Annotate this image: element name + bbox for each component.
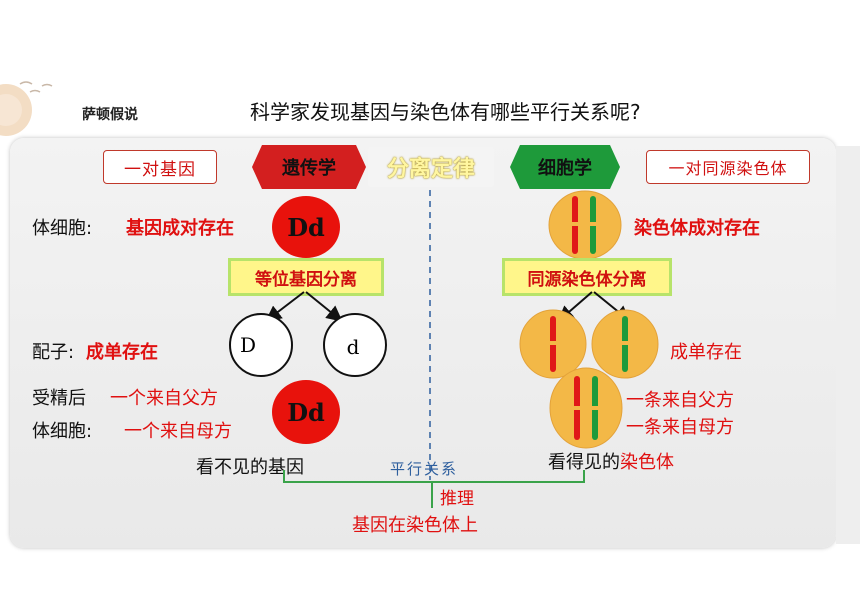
somatic-label: 体细胞: bbox=[32, 218, 93, 239]
parallel-relation: 平行关系 bbox=[390, 460, 459, 478]
somatic-value: 基因成对存在 bbox=[126, 218, 234, 239]
center-divider bbox=[429, 190, 431, 480]
zygote-cell bbox=[549, 367, 623, 449]
decorative-sun-icon bbox=[0, 81, 53, 136]
from-father-text: 一条来自父方 bbox=[626, 390, 734, 411]
genetics-tag-shape bbox=[252, 145, 366, 189]
gamete-red-cell bbox=[519, 309, 587, 379]
parallel-connector bbox=[283, 470, 585, 508]
allele-separation-box: 等位基因分离 bbox=[228, 258, 384, 296]
gamete-d-cell bbox=[323, 313, 387, 377]
visible-chromosomes: 染色体 bbox=[620, 452, 674, 473]
panel-shadow bbox=[836, 146, 860, 544]
invisible-genes: 基因 bbox=[268, 457, 304, 478]
somatic2-value: 一个来自母方 bbox=[124, 421, 232, 442]
somatic2-label: 体细胞: bbox=[32, 421, 93, 442]
fertilization-value: 一个来自父方 bbox=[110, 388, 218, 409]
cell-Dd-bottom bbox=[272, 380, 340, 444]
content-panel bbox=[10, 138, 836, 548]
law-of-segregation: 分离定律 bbox=[368, 147, 494, 187]
gamete-D-label: D bbox=[239, 333, 257, 357]
page-question: 科学家发现基因与染色体有哪些平行关系呢? bbox=[250, 100, 641, 124]
cytology-tag: 细胞学 bbox=[538, 158, 592, 179]
genotype-bottom: Dd bbox=[287, 397, 325, 427]
inference-label: 推理 bbox=[440, 489, 474, 509]
gene-pair-label: 一对基因 bbox=[103, 150, 217, 184]
gamete-green-cell bbox=[591, 309, 659, 379]
homolog-separation-box: 同源染色体分离 bbox=[502, 258, 672, 296]
gamete-D-cell bbox=[229, 313, 293, 377]
cell-homolog-pair bbox=[548, 190, 622, 260]
single-state-text: 成单存在 bbox=[670, 342, 742, 363]
invisible-prefix: 看不见的 bbox=[196, 457, 268, 478]
left-split-arrows bbox=[265, 291, 343, 322]
genetics-tag: 遗传学 bbox=[282, 158, 336, 179]
gamete-label: 配子: bbox=[32, 342, 75, 363]
fertilization-label: 受精后 bbox=[32, 388, 86, 409]
visible-prefix: 看得见的 bbox=[548, 452, 620, 473]
conclusion-text: 基因在染色体上 bbox=[352, 515, 478, 536]
visible-chromosome-text: 看得见的染色体 bbox=[548, 448, 674, 474]
section-title: 萨顿假说 bbox=[82, 107, 138, 123]
homolog-pair-label: 一对同源染色体 bbox=[646, 150, 810, 184]
cytology-tag-shape bbox=[510, 145, 620, 189]
chromosome-pair-text: 染色体成对存在 bbox=[634, 218, 760, 239]
invisible-genes-text: 看不见的基因 bbox=[196, 453, 304, 479]
genotype-top: Dd bbox=[287, 212, 325, 242]
gamete-d-label: d bbox=[346, 335, 360, 359]
from-mother-text: 一条来自母方 bbox=[626, 417, 734, 438]
gamete-value: 成单存在 bbox=[86, 342, 158, 363]
cell-Dd-top bbox=[272, 196, 340, 258]
